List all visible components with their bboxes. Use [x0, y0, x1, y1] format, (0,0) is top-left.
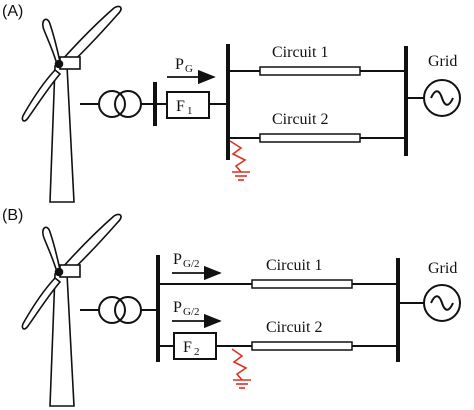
- grid-source-icon: [423, 284, 461, 322]
- circuit-1-label: Circuit 1: [272, 44, 328, 61]
- fault-ground-icon: [231, 348, 251, 389]
- circuit-1-impedance: [251, 279, 353, 289]
- fault-f1-main: F: [176, 98, 185, 115]
- wind-turbine-icon: [21, 5, 122, 203]
- circuit-1-impedance: [259, 66, 361, 76]
- circuit-1-label: Circuit 1: [266, 257, 322, 274]
- fault-f2-main: F: [183, 339, 192, 356]
- fault-ground-icon: [229, 140, 250, 181]
- panel-b: (B) Circuit 1 P G/2 P G/2: [2, 207, 461, 407]
- power-label-main: P: [175, 56, 184, 73]
- wind-turbine-icon: [21, 213, 122, 407]
- grid-label: Grid: [428, 53, 457, 70]
- grid-label: Grid: [428, 260, 457, 277]
- turbine-blade-lower: [21, 276, 62, 330]
- circuit-2-label: Circuit 2: [272, 111, 328, 128]
- turbine-hub: [54, 59, 64, 69]
- panel-a: (A) F 1 P G Circui: [2, 3, 461, 203]
- circuit-2-label: Circuit 2: [266, 319, 322, 336]
- circuit-2-impedance: [251, 341, 353, 351]
- circuit-2-impedance: [259, 133, 361, 143]
- turbine-tower: [49, 65, 75, 203]
- transformer-icon: [98, 296, 142, 324]
- turbine-blade-lower: [21, 68, 62, 122]
- power-2-label-sub: G/2: [183, 306, 200, 318]
- turbine-blade-upper: [42, 18, 61, 66]
- turbine-blade-right: [61, 213, 122, 278]
- turbine-blade-right: [61, 5, 122, 70]
- transformer-icon: [98, 90, 142, 118]
- fault-f2-sub: 2: [194, 346, 200, 358]
- fault-box-f1: [166, 91, 210, 119]
- grid-source-icon: [423, 79, 461, 117]
- power-2-label-main: P: [173, 299, 182, 316]
- turbine-tower: [49, 273, 75, 407]
- panel-a-label: (A): [2, 3, 23, 20]
- power-1-label-sub: G/2: [183, 258, 200, 270]
- power-label-sub: G: [185, 63, 193, 75]
- panel-b-label: (B): [2, 207, 23, 224]
- turbine-blade-upper: [42, 226, 61, 274]
- fault-box-f2: [173, 332, 217, 360]
- fault-f1-sub: 1: [187, 105, 193, 117]
- turbine-hub: [54, 267, 64, 277]
- power-1-label-main: P: [173, 251, 182, 268]
